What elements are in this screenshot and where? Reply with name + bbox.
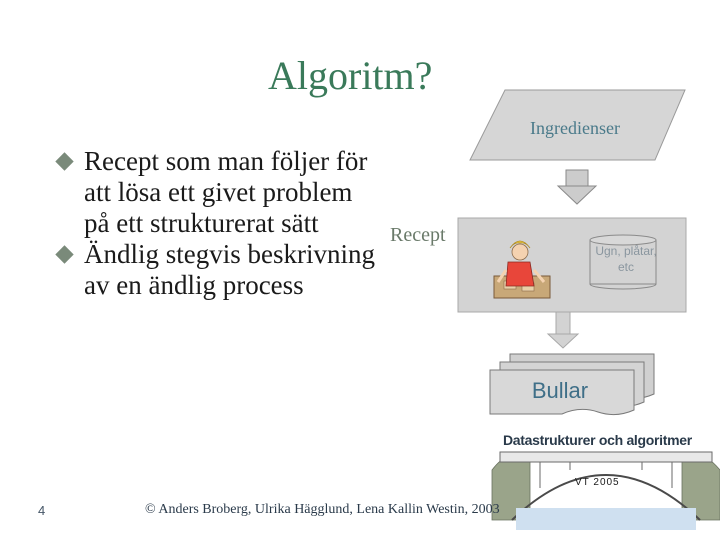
bridge-logo	[492, 452, 720, 530]
down-arrow-icon	[558, 170, 596, 204]
ingredients-label: Ingredienser	[500, 118, 650, 139]
course-term: VT 2005	[575, 477, 620, 488]
output-label: Bullar	[492, 378, 628, 404]
down-arrow-icon	[548, 312, 578, 348]
course-logo-title: Datastrukturer och algoritmer	[503, 432, 692, 448]
oven-label: Ugn, plåtar, etc	[586, 243, 666, 275]
recipe-label: Recept	[390, 224, 470, 247]
footer-copyright: © Anders Broberg, Ulrika Hägglund, Lena …	[145, 502, 500, 518]
page-number: 4	[38, 503, 45, 518]
